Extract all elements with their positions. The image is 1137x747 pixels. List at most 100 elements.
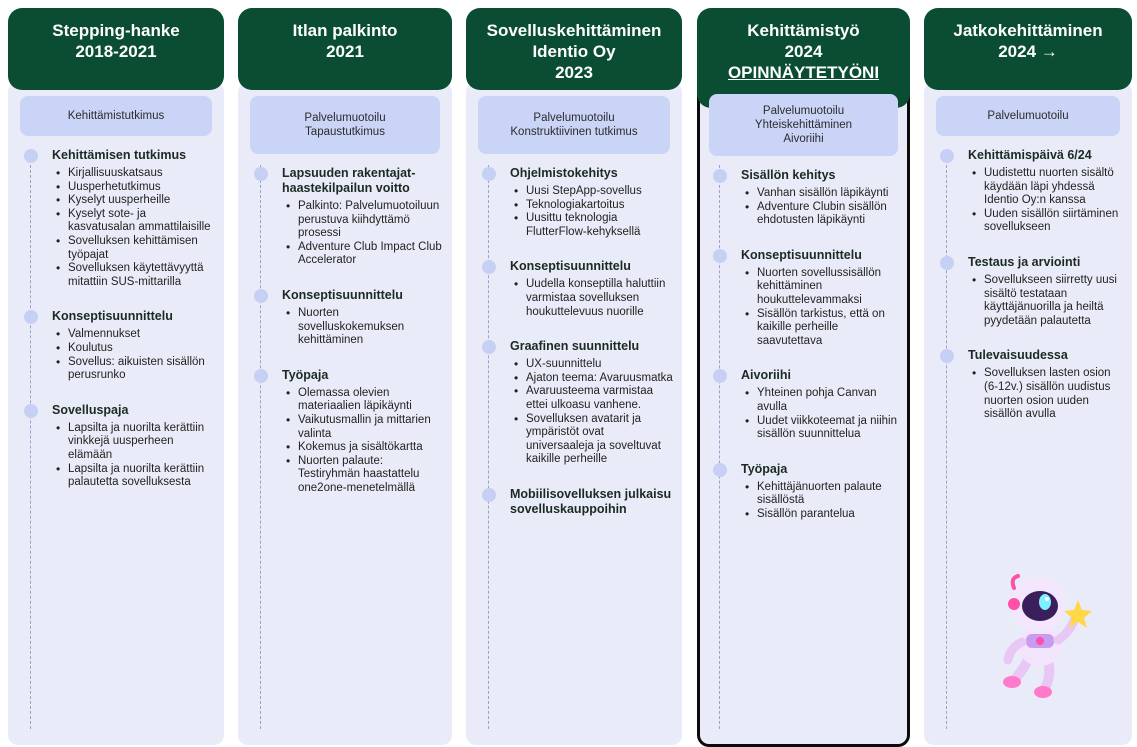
timeline-dashed-line	[719, 165, 720, 729]
method-label-line: Palvelumuotoilu	[304, 112, 386, 124]
phase-section: Testaus ja arviointiSovellukseen siirret…	[940, 255, 1124, 328]
phase-item: Sisällön tarkistus, että on kaikille per…	[741, 308, 902, 349]
phase-items: Sovelluksen lasten osion (6-12v.) sisäll…	[968, 367, 1124, 421]
phase-section: KonseptisuunnitteluUudella konseptilla h…	[482, 259, 674, 319]
method-label-line: Konstruktiivinen tutkimus	[510, 126, 638, 138]
method-label-line: Palvelumuotoilu	[987, 110, 1069, 122]
phase-item: Valmennukset	[52, 328, 216, 342]
phase-item: Avaruusteema varmistaa ettei ulkoasu van…	[510, 385, 674, 412]
phase-section: TulevaisuudessaSovelluksen lasten osion …	[940, 348, 1124, 421]
astronaut-mascot-icon	[1003, 574, 1092, 698]
column-content: Kehittämisen tutkimusKirjallisuuskatsaus…	[24, 148, 216, 510]
phase-item: Sovellus: aikuisten sisällön perusrunko	[52, 356, 216, 383]
phase-section: TyöpajaKehittäjänuorten palaute sisällös…	[713, 462, 902, 522]
timeline-dot-icon	[254, 368, 268, 383]
phase-item: Uudet viikkoteemat ja niihin sisällön su…	[741, 415, 902, 442]
heading-line: Sovelluskehittäminen	[486, 21, 662, 40]
phase-item: Adventure Clubin sisällön ehdotusten läp…	[741, 201, 902, 228]
phase-item: Lapsilta ja nuorilta kerättiin palautett…	[52, 463, 216, 490]
phase-item: Ajaton teema: Avaruusmatka	[510, 372, 674, 386]
phase-section: AivoriihiYhteinen pohja Canvan avullaUud…	[713, 368, 902, 441]
phase-item: Kyselyt sote- ja kasvatusalan ammattilai…	[52, 208, 216, 235]
phase-title: Kehittämispäivä 6/24	[968, 148, 1092, 162]
timeline-dot-icon	[482, 340, 496, 355]
method-label-line: Palvelumuotoilu	[533, 112, 615, 124]
phase-title: Konseptisuunnittelu	[741, 247, 862, 262]
method-label-line: Tapaustutkimus	[305, 126, 385, 138]
phase-item: Vanhan sisällön läpikäynti	[741, 187, 902, 201]
timeline-dot-icon	[713, 169, 727, 183]
phase-section: SovelluspajaLapsilta ja nuorilta kerätti…	[24, 403, 216, 490]
phase-item: Kirjallisuuskatsaus	[52, 167, 216, 181]
phase-title: Sovelluspaja	[52, 402, 129, 417]
timeline-dot-icon	[482, 167, 496, 181]
phase-item: Olemassa olevien materiaalien läpikäynti	[282, 387, 444, 414]
phase-items: Nuorten sovellussisällön kehittäminen ho…	[741, 267, 902, 349]
heading-line: OPINNÄYTETYÖNI	[727, 63, 880, 82]
heading-line: Kehittämistyö	[747, 21, 860, 40]
phase-item: Sovelluksen avatarit ja ympäristöt ovat …	[510, 413, 674, 467]
phase-title: Konseptisuunnittelu	[52, 309, 173, 324]
phase-items: Lapsilta ja nuorilta kerättiin vinkkejä …	[52, 422, 216, 490]
phase-item: Uusi StepApp-sovellus	[510, 185, 674, 199]
phase-item: Lapsilta ja nuorilta kerättiin vinkkejä …	[52, 422, 216, 463]
phase-section: Kehittämisen tutkimusKirjallisuuskatsaus…	[24, 148, 216, 289]
phase-item: Kokemus ja sisältökartta	[282, 441, 444, 455]
phase-item: UX-suunnittelu	[510, 358, 674, 372]
phase-items: Sovellukseen siirretty uusi sisältö test…	[968, 274, 1124, 328]
timeline-dot-icon	[482, 487, 496, 502]
phase-section: OhjelmistokehitysUusi StepApp-sovellusTe…	[482, 166, 674, 239]
method-label-line: Yhteiskehittäminen	[754, 119, 853, 131]
phase-item: Sovellukseen siirretty uusi sisältö test…	[968, 274, 1124, 328]
phase-item: Teknologiakartoitus	[510, 199, 674, 213]
heading-line: 2024 →	[998, 42, 1058, 61]
phase-item: Uudella konseptilla haluttiin varmistaa …	[510, 278, 674, 319]
phase-item: Sisällön parantelua	[741, 508, 902, 522]
phase-item: Sovelluksen kehittämisen työpajat	[52, 235, 216, 262]
phase-item: Nuorten sovelluskokemuksen kehittäminen	[282, 307, 444, 348]
heading-line: 2024	[784, 42, 823, 61]
phase-item: Palkinto: Palvelumuotoiluun perustuva ki…	[282, 200, 444, 241]
column-content: Lapsuuden rakentajat-haastekilpailun voi…	[254, 166, 444, 516]
phase-title: Kehittämisen tutkimus	[52, 148, 187, 162]
phase-items: UX-suunnitteluAjaton teema: Avaruusmatka…	[510, 358, 674, 467]
timeline-dot-icon	[482, 260, 496, 275]
timeline-dot-icon	[940, 349, 954, 364]
method-label-line: Aivoriihi	[783, 133, 824, 145]
timeline-dot-icon	[254, 167, 268, 181]
phase-item: Nuorten palaute: Testiryhmän haastattelu…	[282, 455, 444, 496]
phase-item: Uuden sisällön siirtäminen sovellukseen	[968, 208, 1124, 235]
timeline-dashed-line	[30, 165, 31, 729]
heading-line: Jatkokehittäminen	[953, 21, 1103, 40]
phase-section: Graafinen suunnitteluUX-suunnitteluAjato…	[482, 339, 674, 467]
phase-title: Aivoriihi	[741, 368, 792, 383]
column-content: OhjelmistokehitysUusi StepApp-sovellusTe…	[482, 166, 674, 537]
timeline-dot-icon	[24, 403, 38, 418]
phase-title: Työpaja	[282, 367, 329, 382]
phase-section: KonseptisuunnitteluNuorten sovellussisäl…	[713, 248, 902, 349]
phase-title: Ohjelmistokehitys	[510, 166, 618, 180]
heading-line: 2018-2021	[75, 42, 157, 61]
phase-items: KirjallisuuskatsausUusperhetutkimusKysel…	[52, 167, 216, 289]
timeline-dot-icon	[940, 255, 954, 270]
phase-title: Tulevaisuudessa	[968, 348, 1068, 363]
column-heading: Jatkokehittäminen 2024 →	[924, 8, 1132, 90]
phase-title: Työpaja	[741, 461, 788, 476]
phase-items: Palkinto: Palvelumuotoiluun perustuva ki…	[282, 200, 444, 268]
phase-title: Graafinen suunnittelu	[510, 339, 640, 354]
phase-title: Testaus ja arviointi	[968, 254, 1081, 269]
phase-items: Vanhan sisällön läpikäyntiAdventure Club…	[741, 187, 902, 228]
phase-section: KonseptisuunnitteluValmennuksetKoulutusS…	[24, 309, 216, 382]
phase-title: Mobiilisovelluksen julkaisu sovelluskaup…	[510, 486, 672, 516]
phase-items: Uudistettu nuorten sisältö käydään läpi …	[968, 167, 1124, 235]
phase-item: Adventure Club Impact Club Accelerator	[282, 241, 444, 268]
phase-title: Konseptisuunnittelu	[282, 287, 403, 302]
phase-item: Sovelluksen lasten osion (6-12v.) sisäll…	[968, 367, 1124, 421]
heading-line: Stepping-hanke	[52, 21, 180, 40]
method-label: Kehittämistutkimus	[20, 96, 212, 136]
